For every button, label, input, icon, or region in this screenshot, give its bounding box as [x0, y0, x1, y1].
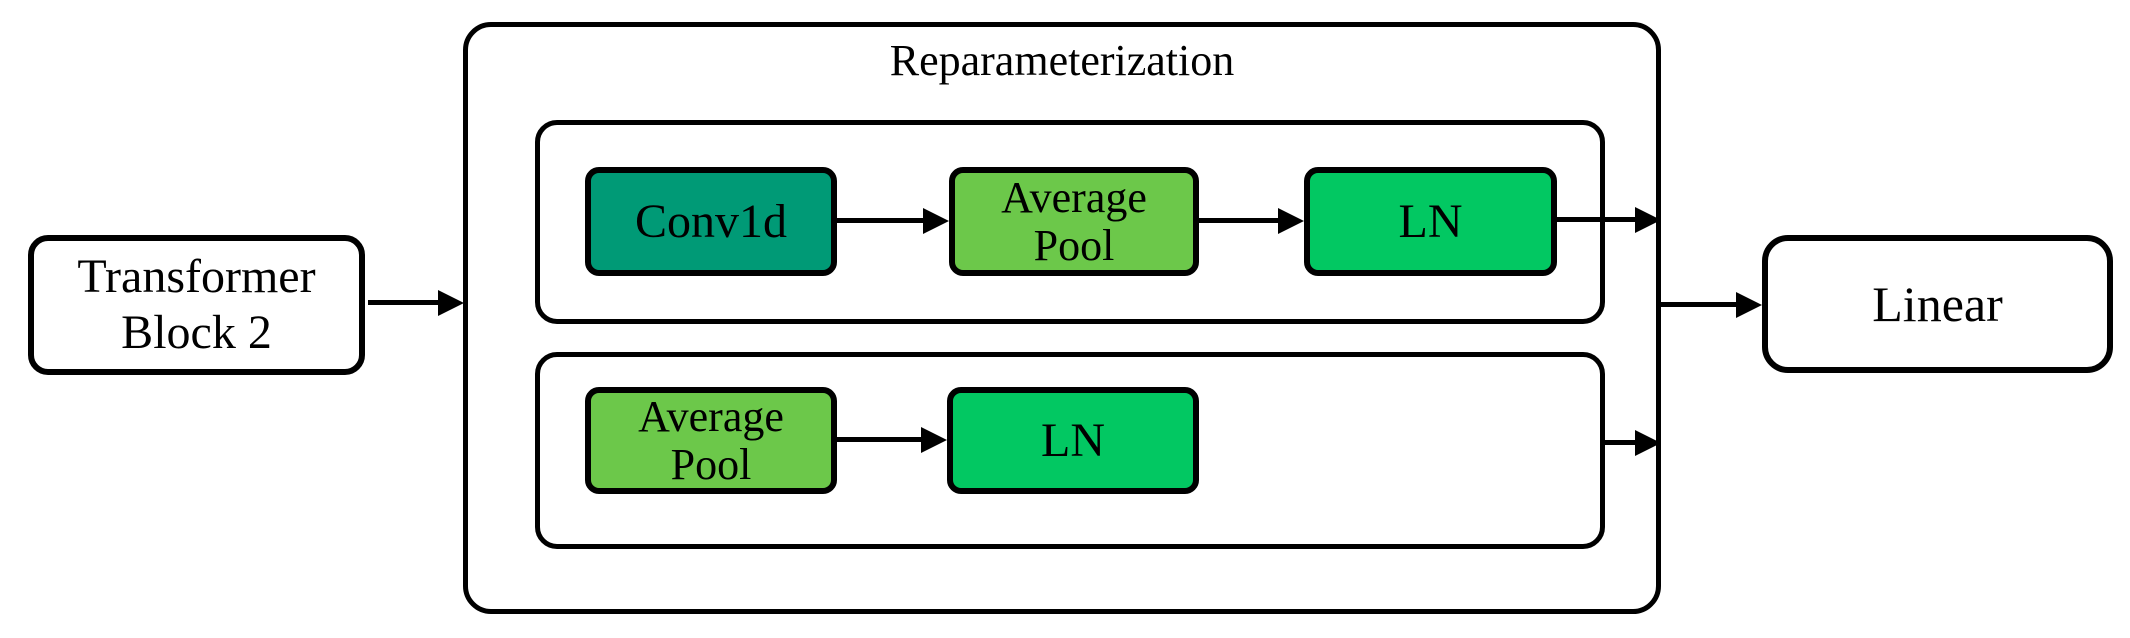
- arrow-line: [1601, 440, 1641, 445]
- arrow-branch1-to-edge: [1557, 207, 1661, 233]
- transformer-block-node: Transformer Block 2: [28, 235, 365, 375]
- conv1d-node: Conv1d: [585, 167, 837, 276]
- reparameterization-title: Reparameterization: [889, 36, 1235, 85]
- arrowhead-icon: [923, 208, 949, 234]
- arrowhead-icon: [1635, 207, 1661, 233]
- branch1-container: [535, 120, 1605, 324]
- avgpool-bottom-label-line1: Average: [638, 391, 784, 441]
- arrow-line: [1557, 217, 1641, 222]
- arrow-line: [837, 218, 929, 223]
- arrow-branch2-to-edge: [1601, 430, 1661, 456]
- reparameterization-container: [463, 22, 1661, 614]
- ln-bottom-label: LN: [1041, 413, 1105, 467]
- arrowhead-icon: [1736, 292, 1762, 318]
- arrow-line: [837, 437, 927, 442]
- avgpool-bottom-label-line2: Pool: [670, 439, 752, 489]
- arrow-conv1d-to-avgpool: [837, 208, 949, 234]
- arrowhead-icon: [438, 290, 464, 316]
- arrow-reparam-to-linear: [1659, 292, 1762, 318]
- arrow-line: [1199, 218, 1284, 223]
- ln-bottom-node: LN: [947, 387, 1199, 494]
- transformer-block-label-line2: Block 2: [121, 306, 272, 359]
- arrow-line: [1659, 302, 1742, 307]
- avgpool-top-node: Average Pool: [949, 167, 1199, 276]
- arrow-avgpool-to-ln-bottom: [837, 427, 947, 453]
- arrow-avgpool-to-ln-top: [1199, 208, 1304, 234]
- arrowhead-icon: [1635, 430, 1661, 456]
- arrow-line: [368, 300, 444, 305]
- avgpool-top-label-line1: Average: [1001, 172, 1147, 222]
- avgpool-bottom-node: Average Pool: [585, 387, 837, 494]
- arrowhead-icon: [1278, 208, 1304, 234]
- arrow-transformer-to-reparam: [368, 290, 464, 316]
- conv1d-label: Conv1d: [634, 194, 787, 248]
- linear-node: Linear: [1762, 235, 2113, 373]
- arrowhead-icon: [921, 427, 947, 453]
- ln-top-label: LN: [1398, 194, 1463, 248]
- avgpool-top-label-line2: Pool: [1033, 220, 1115, 270]
- linear-label: Linear: [1872, 276, 2003, 332]
- transformer-block-label-line1: Transformer: [77, 250, 316, 303]
- ln-top-node: LN: [1304, 167, 1557, 276]
- branch2-container: [535, 352, 1605, 549]
